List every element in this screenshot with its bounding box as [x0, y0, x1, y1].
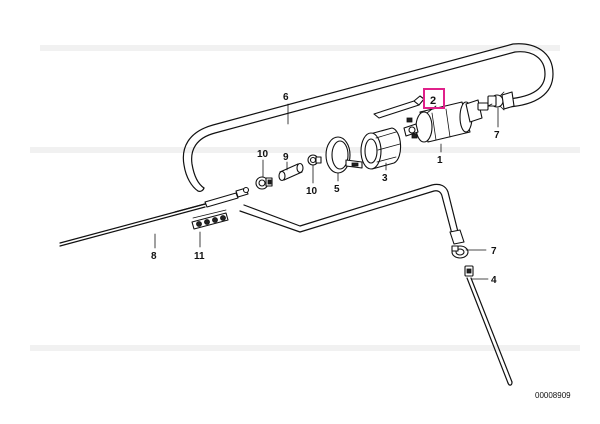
hose-piece-part-9[interactable] — [278, 162, 304, 182]
hose-clamp-part-7-lower[interactable] — [451, 245, 469, 259]
callout-4: 4 — [491, 275, 497, 286]
fuel-hose-part-6[interactable] — [182, 43, 554, 192]
callout-10-left: 10 — [257, 149, 269, 160]
callout-9: 9 — [283, 152, 289, 163]
callout-2: 2 — [430, 95, 436, 107]
small-clamp-part-10-left[interactable] — [255, 176, 273, 190]
leader-lines — [154, 103, 499, 280]
hose-stub[interactable] — [501, 91, 515, 110]
diagram-code: 00008909 — [535, 391, 571, 400]
bracket-part-2[interactable] — [373, 95, 425, 119]
pump-clamp-part-5[interactable] — [325, 136, 363, 174]
highlight-box-part-2 — [423, 88, 445, 109]
callout-7-upper: 7 — [494, 130, 500, 141]
rubber-sleeve-part-3[interactable] — [360, 127, 402, 170]
callout-6: 6 — [283, 92, 289, 103]
fitting-part-4[interactable] — [464, 265, 513, 386]
callout-5: 5 — [334, 184, 340, 195]
callout-10-right: 10 — [306, 186, 318, 197]
callout-7-lower: 7 — [491, 246, 497, 257]
fuel-line-part-8[interactable] — [59, 186, 250, 247]
callout-1: 1 — [437, 155, 443, 166]
cable-clip-part-11[interactable] — [191, 209, 229, 230]
fuel-pump-part-1[interactable] — [403, 99, 493, 143]
callout-11: 11 — [194, 251, 205, 262]
callout-8: 8 — [151, 251, 157, 262]
small-clamp-part-10-right[interactable] — [307, 154, 322, 166]
callout-labels: 6 2 7 1 3 5 10 9 10 8 11 7 4 — [151, 92, 500, 286]
callout-3: 3 — [382, 173, 388, 184]
watermark-band — [30, 45, 580, 351]
lower-fuel-hose[interactable] — [239, 183, 465, 245]
